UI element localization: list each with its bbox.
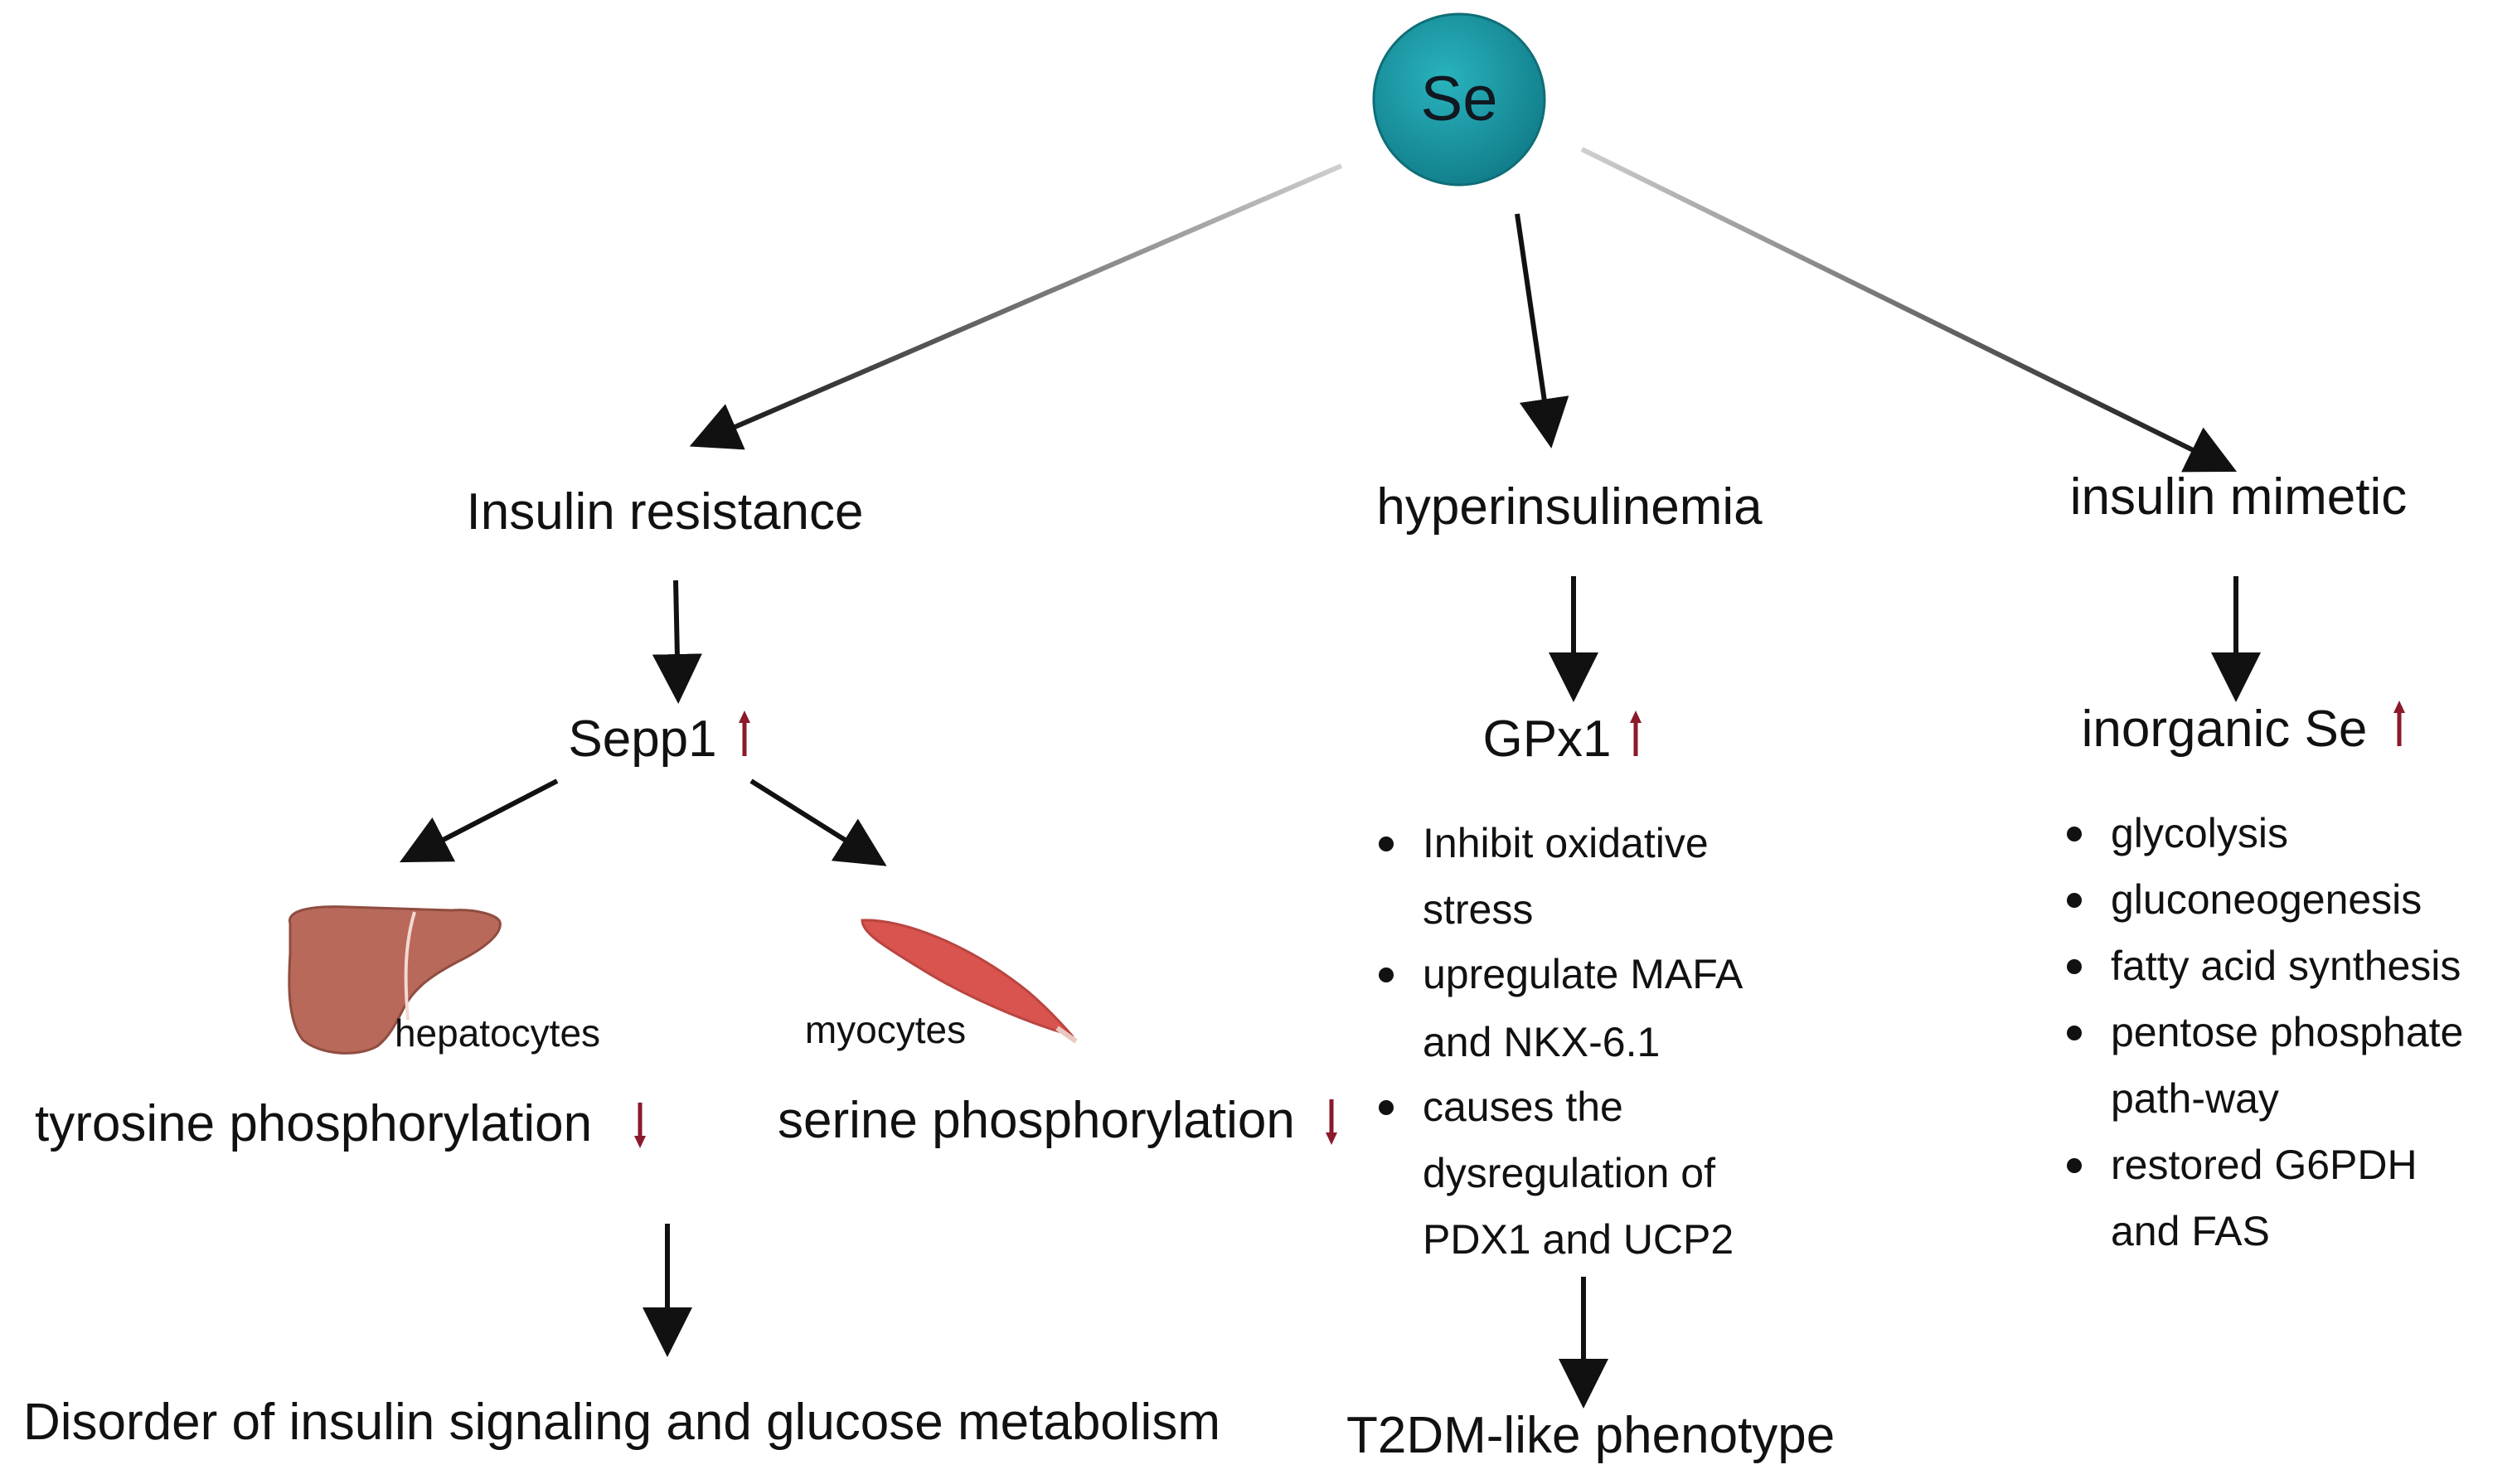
arrow-to-hepatocytes <box>400 778 559 863</box>
trend-up-icon-head <box>739 710 750 723</box>
branch-label-insulin-mimetic: insulin mimetic <box>2070 468 2408 526</box>
cell-label-myocytes: myocytes <box>805 1008 966 1051</box>
trend-down-icon-head <box>1326 1132 1337 1145</box>
bullet-text: upregulate MAFA <box>1423 951 1743 997</box>
outcome-insulin-signaling-disorder: Disorder of insulin signaling and glucos… <box>23 1394 1220 1451</box>
gpx1-bullet-list: Inhibit oxidative stress upregulate MAFA… <box>1379 820 1743 1263</box>
bullet-dot <box>1379 1100 1394 1115</box>
branch-label-hyperinsulinemia: hyperinsulinemia <box>1376 478 1763 536</box>
effect-serine-phosphorylation: serine phosphorylation <box>778 1092 1295 1149</box>
trend-up-icon-head <box>2393 701 2405 713</box>
sub-label-inorganic-se: inorganic Se <box>2082 701 2368 758</box>
bullet-text: Inhibit oxidative <box>1423 820 1709 866</box>
bullet-text: causes the <box>1423 1084 1623 1130</box>
arrow-se-to-insulin-mimetic <box>1580 147 2238 473</box>
arrow-se-to-insulin-resistance <box>689 163 1343 450</box>
outcome-t2dm-phenotype: T2DM-like phenotype <box>1346 1407 1835 1464</box>
bullet-dot <box>2067 1158 2082 1173</box>
bullet-text: pentose phosphate <box>2111 1009 2463 1055</box>
branch-label-insulin-resistance: Insulin resistance <box>466 483 863 541</box>
arrow-to-sepp1 <box>652 580 702 704</box>
effect-tyrosine-phosphorylation: tyrosine phosphorylation <box>35 1095 592 1152</box>
bullet-text: and FAS <box>2111 1208 2270 1254</box>
arrow-se-to-hyperinsulinemia <box>1515 213 1569 449</box>
muscle-icon <box>861 919 1078 1044</box>
bullet-text: dysregulation of <box>1423 1150 1715 1196</box>
bullet-text: restored G6PDH <box>2111 1142 2418 1188</box>
bullet-dot <box>2067 893 2082 908</box>
bullet-dot <box>1379 837 1394 851</box>
bullet-dot <box>2067 827 2082 841</box>
sub-label-sepp1: Sepp1 <box>568 710 716 768</box>
trend-down-icon-head <box>634 1136 646 1148</box>
selenium-node: Se <box>1372 12 1546 187</box>
sub-label-gpx1: GPx1 <box>1482 710 1611 768</box>
bullet-text: path-way <box>2111 1075 2279 1122</box>
selenium-symbol: Se <box>1421 64 1498 134</box>
arrow-to-myocytes <box>749 778 887 866</box>
bullet-dot <box>1379 968 1394 982</box>
bullet-dot <box>2067 1026 2082 1040</box>
bullet-text: glycolysis <box>2111 810 2288 856</box>
bullet-text: stress <box>1423 886 1533 933</box>
bullet-text: gluconeogenesis <box>2111 876 2422 923</box>
bullet-text: fatty acid synthesis <box>2111 943 2461 989</box>
cell-label-hepatocytes: hepatocytes <box>395 1011 600 1055</box>
trend-up-icon-head <box>1630 710 1642 723</box>
inorganic-se-bullet-list: glycolysis gluconeogenesis fatty acid sy… <box>2067 810 2463 1254</box>
bullet-text: and NKX-6.1 <box>1423 1019 1660 1065</box>
bullet-dot <box>2067 959 2082 974</box>
bullet-text: PDX1 and UCP2 <box>1423 1216 1734 1263</box>
liver-icon <box>288 905 502 1055</box>
